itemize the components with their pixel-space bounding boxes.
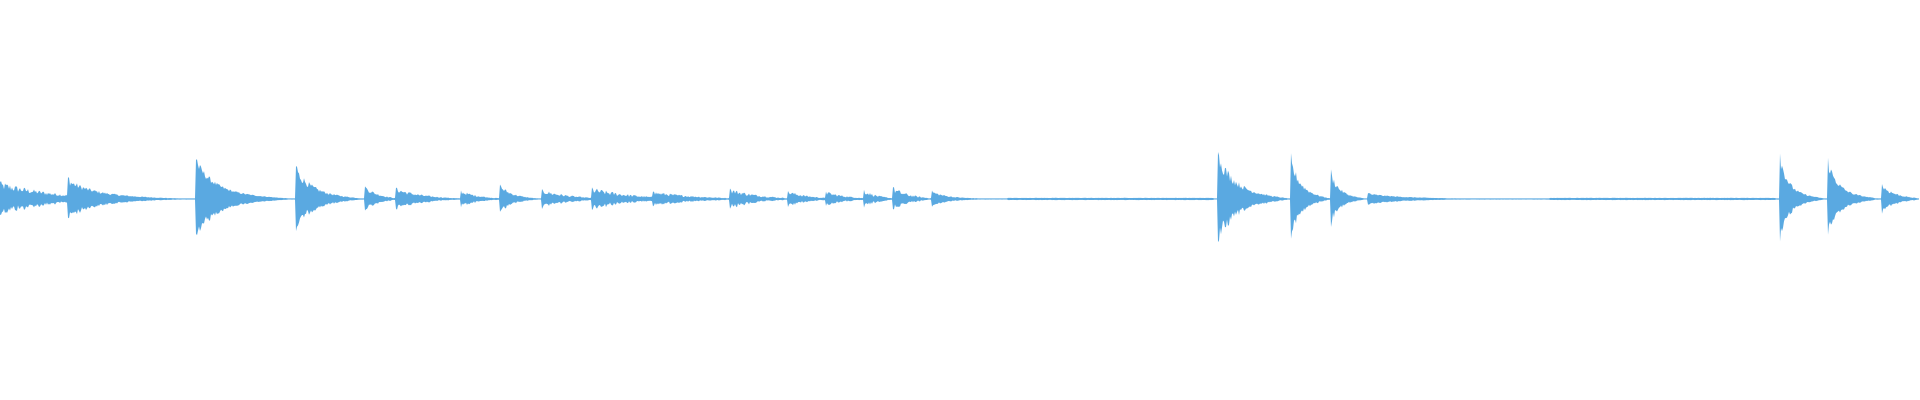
- waveform-shape: [0, 152, 1919, 243]
- waveform-bars: [0, 152, 1920, 243]
